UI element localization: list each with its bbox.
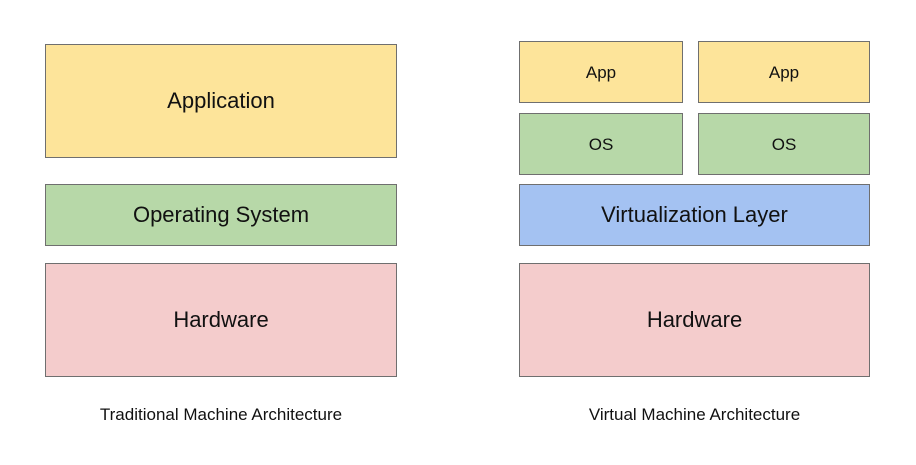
vm-os-box-1: OS <box>519 113 683 175</box>
traditional-hardware-box: Hardware <box>45 263 397 377</box>
vm-hardware-box: Hardware <box>519 263 870 377</box>
virtual-caption: Virtual Machine Architecture <box>588 405 801 424</box>
traditional-application-box: Application <box>45 44 397 158</box>
virtualization-layer-box: Virtualization Layer <box>519 184 870 246</box>
traditional-os-box: Operating System <box>45 184 397 246</box>
traditional-caption: Traditional Machine Architecture <box>99 405 343 424</box>
vm-app-box-1: App <box>519 41 683 103</box>
vm-os-box-2: OS <box>698 113 870 175</box>
vm-app-box-2: App <box>698 41 870 103</box>
